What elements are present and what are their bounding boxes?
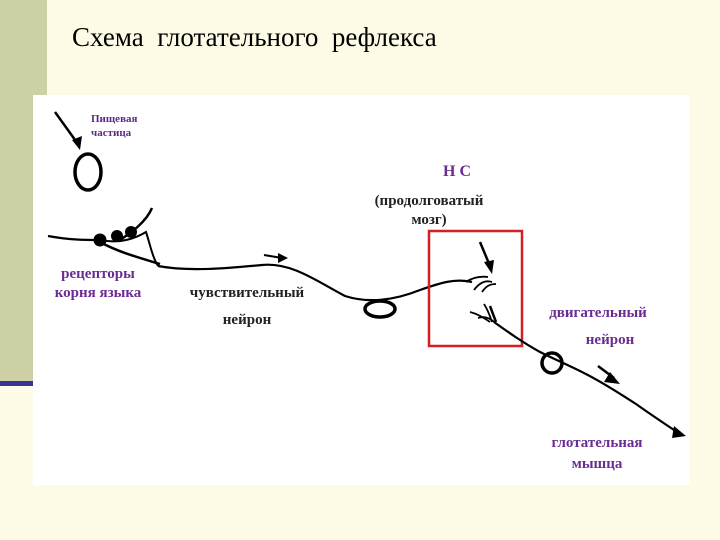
sensory-neuron-label: чувствительный нейрон xyxy=(189,285,305,328)
food-arrow xyxy=(53,111,80,145)
receptors-label: рецепторы корня языка xyxy=(54,266,142,301)
cns-arrow-upper-head xyxy=(484,260,494,274)
receptor-branch-upper xyxy=(119,207,154,242)
motor-neuron-label: двигательный нейрон xyxy=(549,305,647,348)
swallowing-muscle-label: глотательная мышца xyxy=(551,435,643,472)
receptor-dot-2 xyxy=(111,230,123,242)
slide-title: Схема глотательного рефлекса xyxy=(72,22,437,52)
medulla-label: (продолговатый мозг) xyxy=(374,193,484,228)
food-particle-label: Пищевая частица xyxy=(91,113,138,139)
receptor-dot-3 xyxy=(125,226,137,238)
cns-arrow-lower xyxy=(488,305,498,323)
motor-direction-arrow-head xyxy=(604,372,620,384)
motor-neuron-body xyxy=(540,351,564,375)
sidebar-accent-bar xyxy=(0,381,47,386)
muscle-arrow-head xyxy=(672,426,686,438)
food-particle-oval xyxy=(73,152,103,192)
synapse-fibers-upper xyxy=(465,275,497,293)
sensory-neuron-body xyxy=(363,299,397,319)
cns-box xyxy=(427,229,524,348)
sensory-direction-arrow-head xyxy=(278,253,288,263)
food-arrow-head xyxy=(72,136,82,150)
synapse-fibers-lower xyxy=(469,303,495,323)
motor-neuron-fiber xyxy=(493,321,681,435)
diagram-panel xyxy=(33,95,690,485)
cns-label: Н С xyxy=(443,163,471,180)
receptor-branch-lower xyxy=(99,240,161,266)
